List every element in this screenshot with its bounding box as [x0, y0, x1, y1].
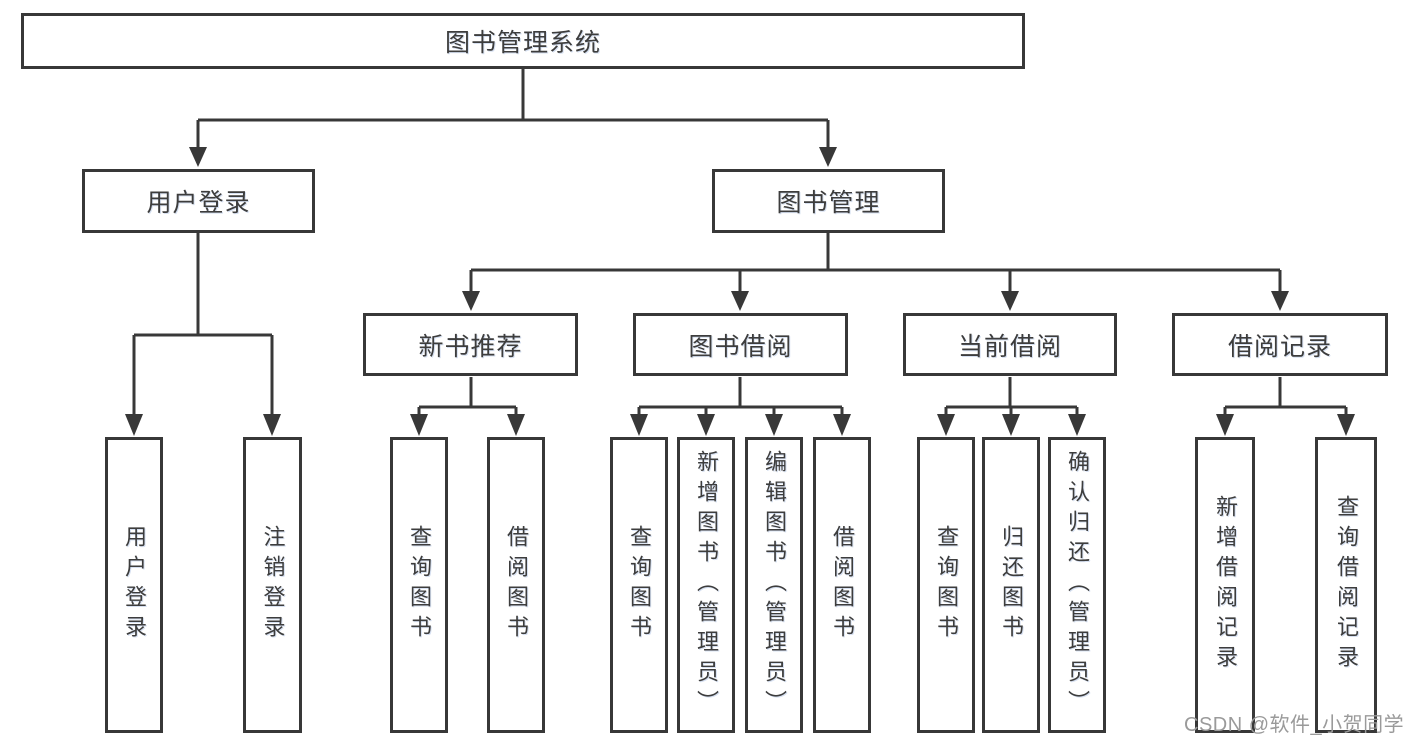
leaf-query-books-borrow: 查询图书 [610, 437, 668, 733]
leaf-return-books-label: 归还图书 [999, 525, 1024, 645]
node-library-system-label: 图书管理系统 [444, 29, 601, 57]
node-book-management: 图书管理 [712, 169, 945, 233]
leaf-return-books: 归还图书 [982, 437, 1040, 733]
leaf-logout-login-label: 注销登录 [260, 525, 286, 645]
arrowhead-icons [125, 147, 1355, 436]
node-new-book-recommend: 新书推荐 [363, 313, 578, 376]
leaf-user-login: 用户登录 [105, 437, 163, 733]
node-user-login-label: 用户登录 [146, 189, 251, 217]
leaf-query-borrow-record-label: 查询借阅记录 [1334, 495, 1359, 675]
leaf-edit-book-admin-label: 编辑图书（管理员） [762, 450, 787, 720]
leaf-query-books-recommend-label: 查询图书 [407, 525, 432, 645]
leaf-add-borrow-record-label: 新增借阅记录 [1213, 495, 1238, 675]
node-borrow-records: 借阅记录 [1172, 313, 1388, 376]
leaf-query-books-borrow-label: 查询图书 [627, 525, 652, 645]
leaf-borrow-books-recommend: 借阅图书 [487, 437, 545, 733]
leaf-borrow-books-label: 借阅图书 [830, 525, 855, 645]
leaf-borrow-books-recommend-label: 借阅图书 [504, 525, 529, 645]
leaf-query-books-recommend: 查询图书 [390, 437, 448, 733]
leaf-add-borrow-record: 新增借阅记录 [1195, 437, 1255, 733]
node-library-system: 图书管理系统 [21, 13, 1025, 69]
leaf-logout-login: 注销登录 [243, 437, 302, 733]
leaf-confirm-return-admin: 确认归还（管理员） [1048, 437, 1106, 733]
leaf-query-books-current: 查询图书 [917, 437, 975, 733]
node-current-borrow-label: 当前借阅 [957, 332, 1062, 361]
node-new-book-recommend-label: 新书推荐 [418, 332, 523, 361]
leaf-add-book-admin: 新增图书（管理员） [677, 437, 735, 733]
leaf-borrow-books: 借阅图书 [813, 437, 871, 733]
leaf-edit-book-admin: 编辑图书（管理员） [745, 437, 803, 733]
leaf-query-books-current-label: 查询图书 [934, 525, 959, 645]
leaf-confirm-return-admin-label: 确认归还（管理员） [1065, 450, 1090, 720]
leaf-query-borrow-record: 查询借阅记录 [1315, 437, 1377, 733]
node-current-borrow: 当前借阅 [903, 313, 1117, 376]
node-user-login: 用户登录 [82, 169, 315, 233]
leaf-user-login-label: 用户登录 [122, 525, 147, 645]
watermark: CSDN @软件_小贺同学 [1184, 714, 1405, 736]
node-book-management-label: 图书管理 [776, 189, 881, 217]
leaf-add-book-admin-label: 新增图书（管理员） [694, 450, 719, 720]
node-book-borrow: 图书借阅 [633, 313, 848, 376]
node-book-borrow-label: 图书借阅 [688, 332, 793, 361]
node-borrow-records-label: 借阅记录 [1227, 332, 1332, 361]
